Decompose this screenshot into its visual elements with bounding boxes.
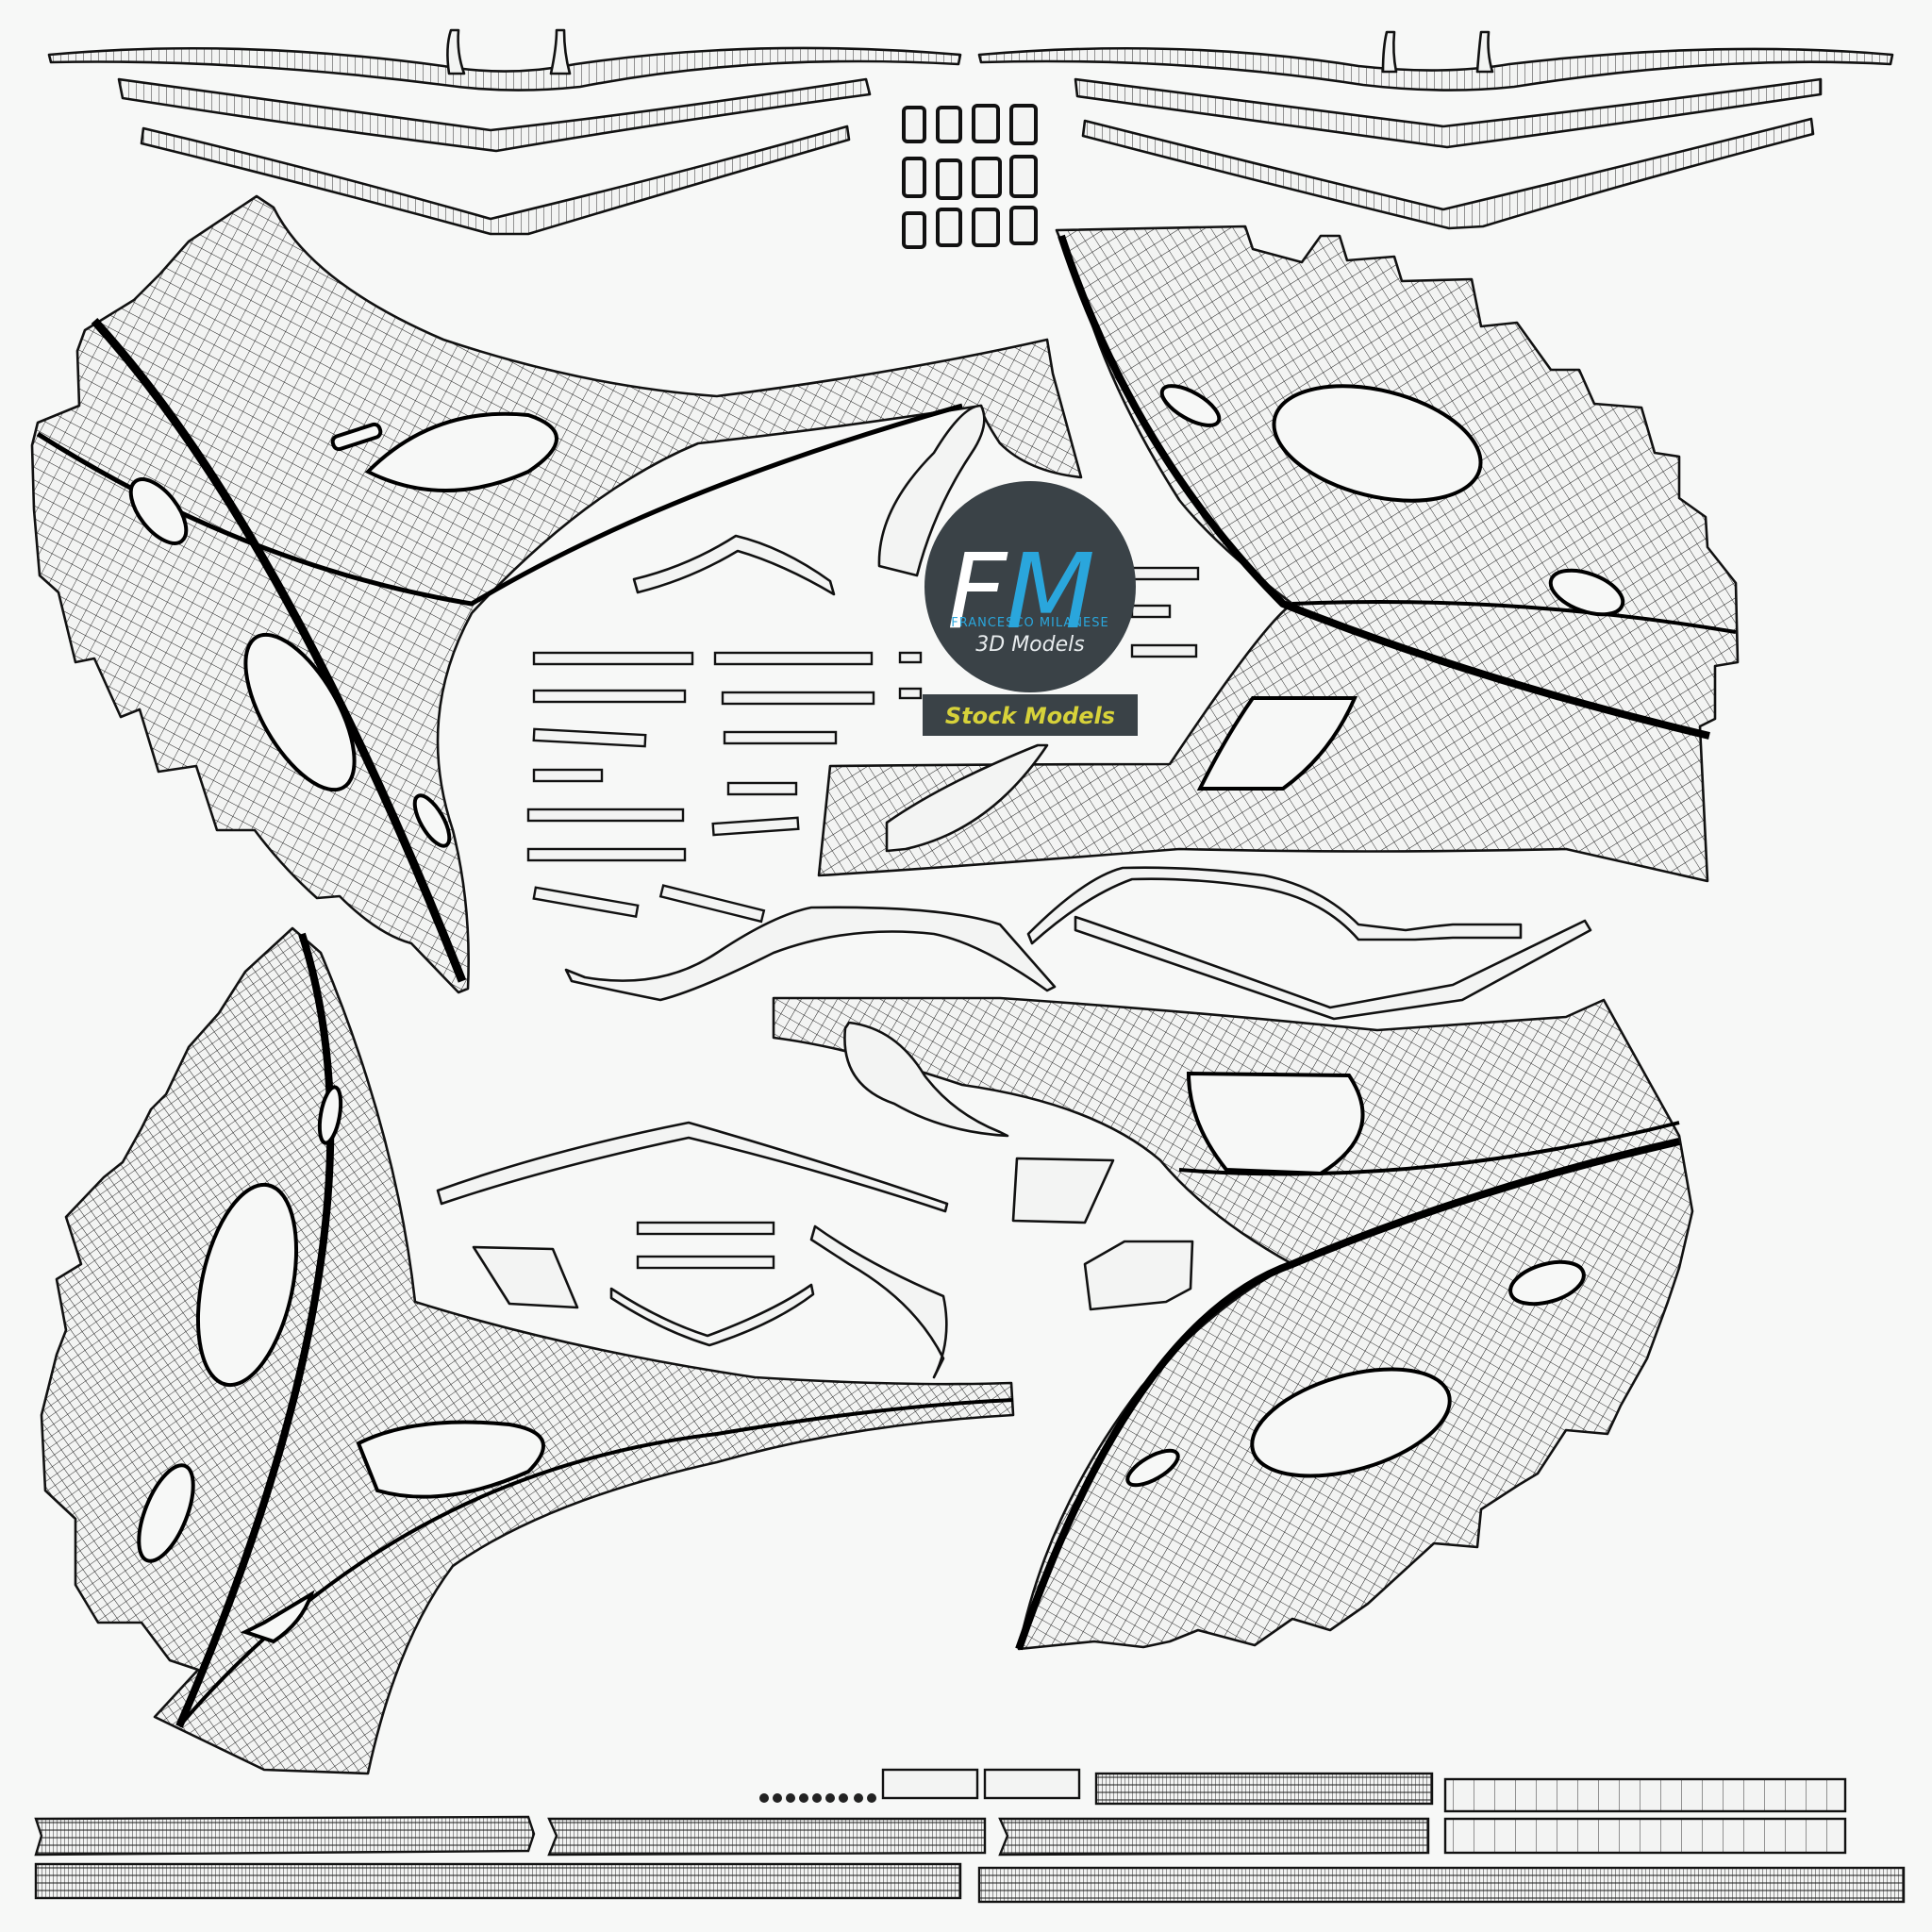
logo-disc xyxy=(924,481,1136,692)
logo-tag-box xyxy=(923,694,1138,736)
watermark-logo: F M FRANCESCO MILANESE 3D Models Stock M… xyxy=(923,481,1138,736)
tiny-dot-islands xyxy=(759,1793,876,1803)
top-right-strips xyxy=(977,30,1894,230)
logo-brand-text: FRANCESCO MILANESE xyxy=(951,616,1108,630)
uv-island-top-left xyxy=(30,194,1083,994)
logo-sub-text: 3D Models xyxy=(975,633,1084,657)
logo-initial-f: F xyxy=(947,531,1008,652)
top-left-strips xyxy=(47,28,962,236)
uv-island-bottom-right xyxy=(772,996,1694,1651)
uv-island-bottom-left xyxy=(40,926,1015,1775)
logo-tag-text: Stock Models xyxy=(945,703,1115,729)
small-rect-islands xyxy=(902,104,1038,249)
logo-initial-m: M xyxy=(1006,531,1095,652)
center-small-islands xyxy=(436,534,1592,1347)
uv-island-top-right xyxy=(817,225,1740,883)
bottom-strips xyxy=(34,1768,1906,1904)
